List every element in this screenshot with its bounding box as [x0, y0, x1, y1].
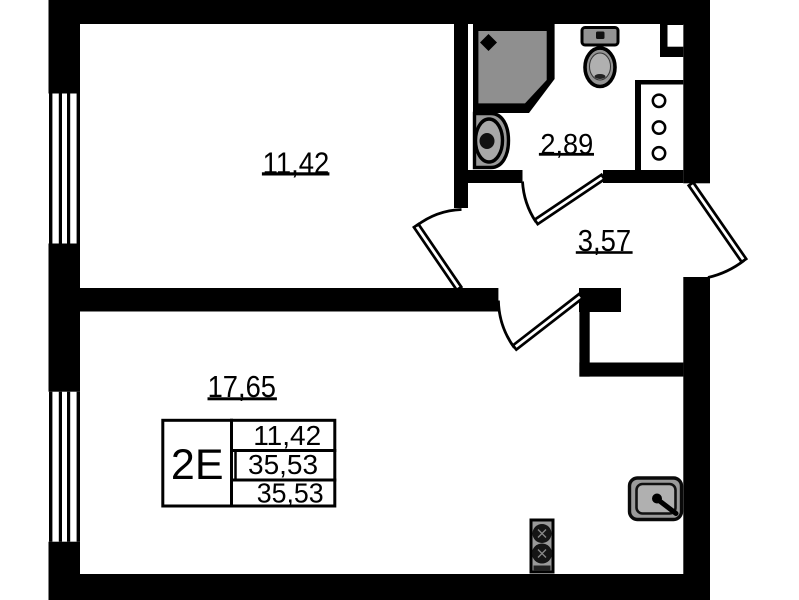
svg-text:35,53: 35,53: [248, 449, 318, 480]
svg-text:11,42: 11,42: [263, 147, 330, 181]
svg-text:11,42: 11,42: [253, 420, 321, 451]
svg-text:35,53: 35,53: [257, 477, 324, 509]
svg-text:2E: 2E: [171, 441, 224, 489]
